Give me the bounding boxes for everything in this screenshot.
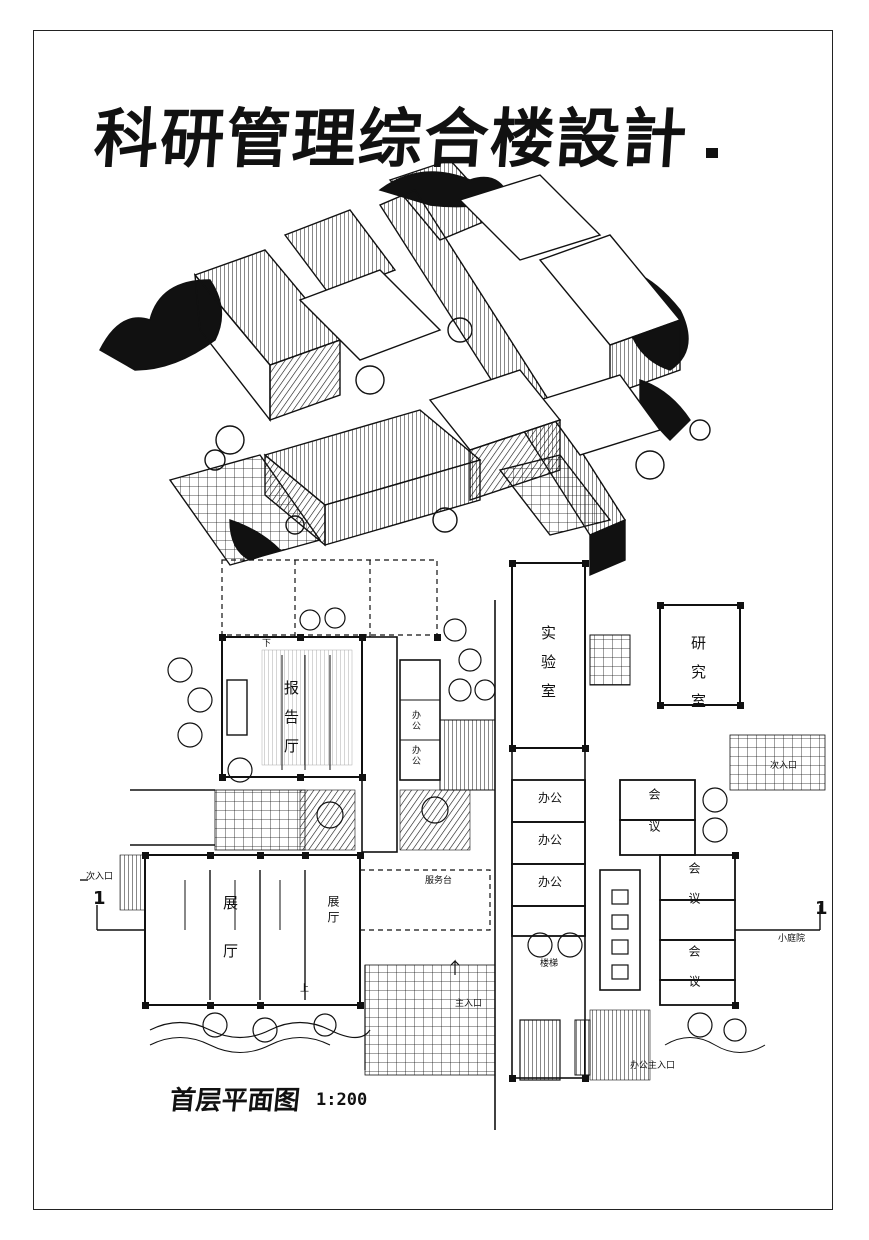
room-label-meeting-c: 会议: [687, 945, 701, 1005]
lobby-label: 服务台: [425, 876, 453, 886]
room-label-exhibition-2: 展厅: [326, 895, 340, 927]
plan-title: 首层平面图: [168, 1086, 302, 1116]
room-label-office-e: 办公: [538, 833, 563, 847]
room-label-meeting-a: 会议: [647, 788, 661, 852]
main-entrance-paving: [364, 964, 496, 1076]
section-mark-right: 1: [815, 898, 828, 919]
section-mark-left: 1: [93, 888, 106, 909]
room-label-office-d: 办公: [538, 875, 563, 889]
exhibition-hall: [144, 854, 361, 1006]
stair-label: 楼梯: [540, 959, 559, 969]
room-label-office-b: 办公: [410, 745, 420, 767]
main-entrance-label: 主入口: [455, 999, 483, 1009]
room-label-lab: 实验室: [539, 625, 557, 712]
plan-scale: 1:200: [316, 1090, 368, 1110]
research-room: [659, 604, 741, 706]
room-label-exhibition-1: 展 厅: [221, 895, 239, 972]
aerial-perspective: [99, 159, 711, 577]
room-label-research: 研究室: [689, 635, 707, 722]
secondary-entrance-label: 次入口: [86, 872, 114, 882]
side-entrance-label: 次入口: [770, 761, 798, 771]
floor-plan: [80, 559, 826, 1130]
room-label-meeting-b: 会议: [687, 862, 701, 922]
room-label-office-c: 办公: [538, 791, 563, 805]
room-label-report-hall: 报告厅: [282, 680, 300, 767]
room-label-office-a: 办公: [410, 710, 420, 732]
up-label: 上: [300, 984, 310, 994]
office-entrance-label: 办公主入口: [630, 1061, 676, 1071]
plaza-paving-left: [214, 789, 306, 851]
down-label: 下: [262, 639, 272, 649]
title-dot: [706, 148, 718, 158]
tree-mass-left: [99, 279, 223, 371]
small-garden-label: 小庭院: [778, 934, 806, 944]
